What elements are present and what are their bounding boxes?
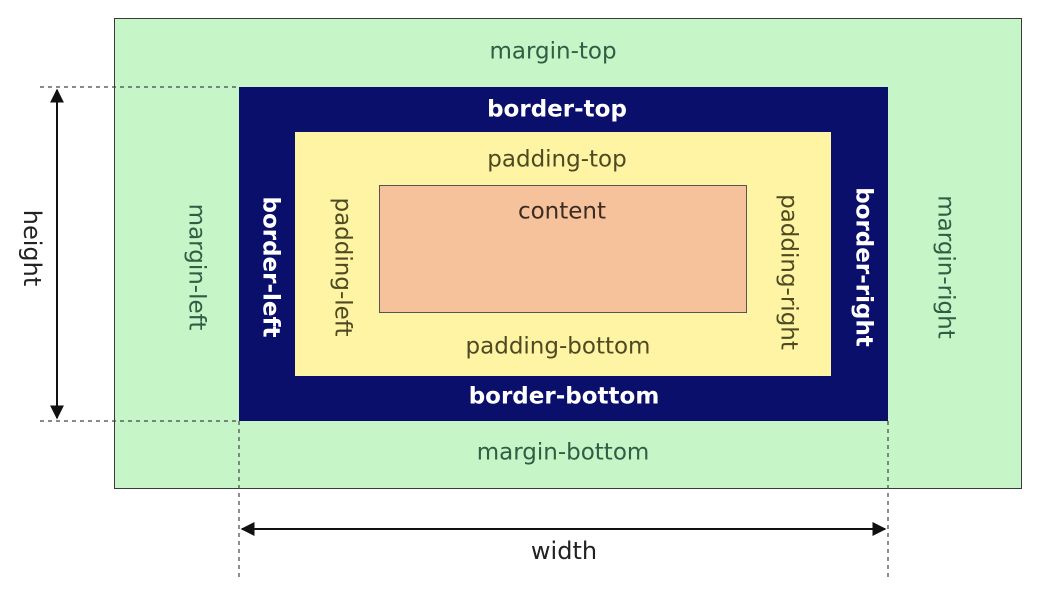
border-top-label: border-top (487, 96, 627, 123)
padding-bottom-label: padding-bottom (465, 333, 651, 360)
content-area (379, 185, 747, 313)
content-label: content (517, 198, 607, 225)
border-bottom-label: border-bottom (468, 383, 660, 410)
height-label: height (18, 209, 46, 287)
margin-top-label: margin-top (489, 38, 617, 65)
padding-top-label: padding-top (487, 146, 627, 173)
width-label: width (530, 537, 598, 565)
margin-bottom-label: margin-bottom (476, 439, 650, 466)
